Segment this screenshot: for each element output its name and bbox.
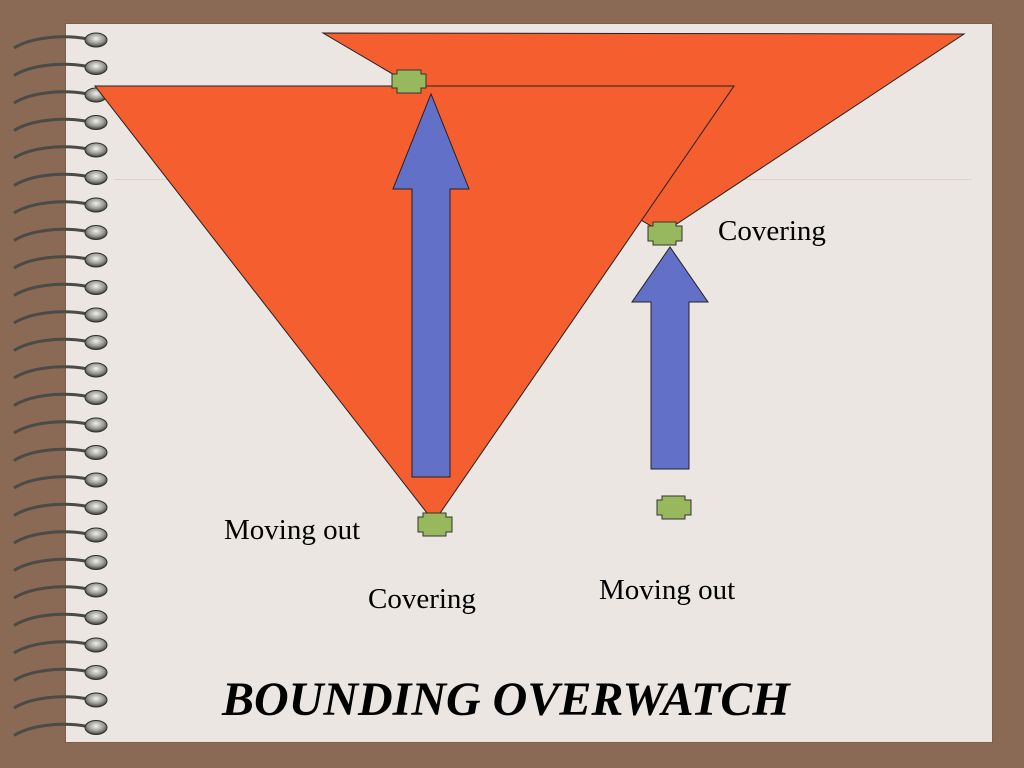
spiral-ring	[84, 60, 108, 75]
spiral-ring	[84, 692, 108, 708]
position-marker-bottom-right	[656, 495, 692, 520]
position-marker-bottom-left	[417, 512, 453, 537]
spiral-ring	[84, 720, 108, 735]
spiral-wire	[13, 667, 89, 682]
spiral-wire	[13, 447, 89, 462]
spiral-ring	[84, 362, 108, 378]
spiral-ring	[84, 307, 108, 323]
spiral-binding-icon	[13, 32, 108, 737]
spiral-wire	[13, 502, 89, 517]
up-arrow-icon	[631, 246, 709, 470]
spiral-ring	[84, 170, 108, 185]
spiral-ring	[84, 32, 108, 48]
spiral-wire	[13, 475, 89, 490]
spiral-ring	[84, 500, 108, 515]
moving-out-label-right: Moving out	[599, 574, 736, 606]
spiral-wire	[13, 420, 89, 435]
spiral-ring	[84, 335, 108, 350]
spiral-wire	[13, 365, 89, 380]
spiral-wire	[13, 62, 89, 77]
spiral-ring	[84, 115, 108, 130]
spiral-ring	[84, 472, 108, 488]
position-marker-icon	[647, 221, 683, 246]
spiral-wire	[13, 282, 89, 297]
position-marker-icon	[656, 495, 692, 520]
spiral-ring	[84, 637, 108, 653]
spiral-ring	[84, 582, 108, 598]
spiral-ring	[84, 390, 108, 405]
spiral-wire	[13, 557, 89, 572]
spiral-ring	[84, 610, 108, 625]
covering-label-right: Covering	[718, 215, 826, 247]
spiral-wire	[13, 35, 89, 50]
up-arrow-icon	[392, 92, 470, 478]
spiral-ring	[84, 197, 108, 213]
spiral-ring	[84, 665, 108, 680]
spiral-ring	[84, 445, 108, 460]
spiral-wire	[13, 310, 89, 325]
spiral-wire	[13, 392, 89, 407]
spiral-wire	[13, 90, 89, 105]
spiral-wire	[13, 172, 89, 187]
position-marker-icon	[417, 512, 453, 537]
spiral-ring	[84, 142, 108, 158]
spiral-wire	[13, 200, 89, 215]
spiral-wire	[13, 227, 89, 242]
moving-out-label-left: Moving out	[224, 514, 361, 546]
spiral-ring	[84, 527, 108, 543]
position-marker-top	[391, 69, 427, 94]
spiral-wire	[13, 117, 89, 132]
spiral-ring	[84, 225, 108, 240]
spiral-ring	[84, 280, 108, 295]
spiral-wire	[13, 255, 89, 270]
spiral-wire	[13, 145, 89, 160]
spiral-wire	[13, 530, 89, 545]
spiral-ring	[84, 555, 108, 570]
spiral-wire	[13, 337, 89, 352]
position-marker-icon	[391, 69, 427, 94]
spiral-wire	[13, 585, 89, 600]
spiral-ring	[84, 252, 108, 268]
covering-label-bottom: Covering	[368, 583, 476, 615]
spiral-wire	[13, 695, 89, 710]
spiral-wire	[13, 612, 89, 627]
page-title: BOUNDING OVERWATCH	[222, 673, 790, 726]
position-marker-right-top	[647, 221, 683, 246]
spiral-wire	[13, 722, 89, 737]
spiral-ring	[84, 417, 108, 433]
spiral-wire	[13, 640, 89, 655]
